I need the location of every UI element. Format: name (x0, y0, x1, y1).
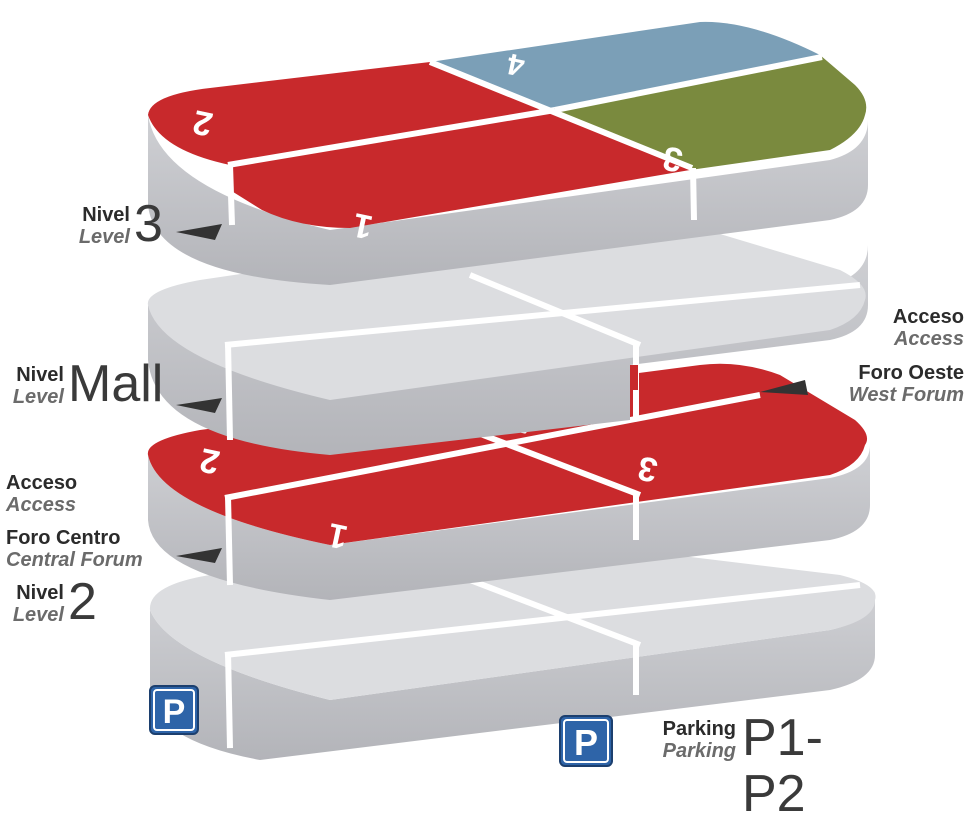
pointer-level-mall (176, 398, 222, 413)
level-2-en: Level (12, 604, 64, 626)
access-right-label: Acceso Access (892, 306, 964, 350)
level-3-es: Nivel (82, 204, 130, 226)
pointer-central-forum (176, 548, 222, 563)
svg-text:P: P (163, 693, 186, 731)
level-parking-en: Parking (662, 740, 736, 762)
slab-level-2: 1 2 3 4 (147, 363, 870, 600)
level-2-es: Nivel (16, 582, 64, 604)
level-3-number: 3 (134, 195, 163, 253)
level-mall-en: Level (12, 386, 64, 408)
central-forum-label: Foro Centro Central Forum (6, 527, 143, 571)
pointer-level-3 (176, 224, 222, 240)
level-mall-es: Nivel (16, 364, 64, 386)
level-2-number: 2 (68, 573, 97, 631)
level-mall-number: Mall (68, 355, 164, 413)
mall-levels-diagram: 1 2 3 4 1 2 3 4 (147, 21, 876, 767)
west-forum-label: Foro Oeste West Forum (848, 362, 964, 406)
level-parking-es: Parking (662, 718, 736, 740)
svg-text:P: P (574, 722, 598, 763)
parking-sign-icon: P (149, 685, 199, 735)
slab-level-3: 1 2 3 4 (148, 21, 868, 285)
access-left-label: Acceso Access (6, 472, 78, 516)
level-3-en: Level (78, 226, 130, 248)
zone-label-3-4: 4 (504, 46, 527, 82)
pointer-west-forum (760, 380, 808, 395)
level-parking-number: P1-P2 (742, 709, 823, 823)
parking-sign-icon: P (559, 715, 613, 767)
